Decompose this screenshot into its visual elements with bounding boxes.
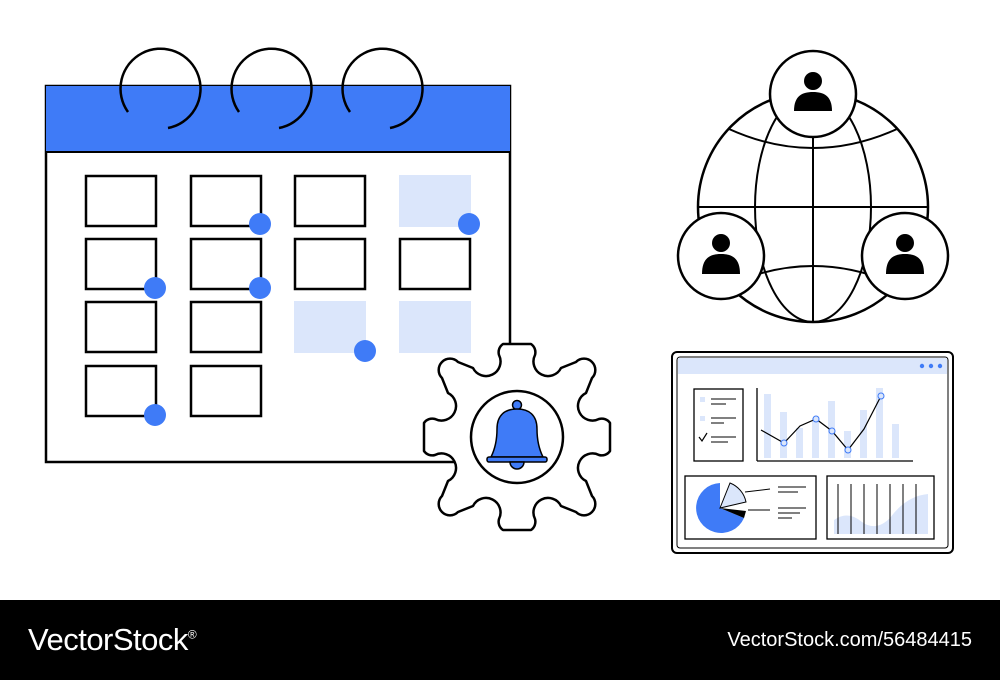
event-dot bbox=[354, 340, 376, 362]
calendar-cell bbox=[293, 237, 367, 291]
user-icon bbox=[886, 234, 924, 274]
calendar-ring-icon bbox=[230, 47, 313, 130]
event-dot bbox=[249, 213, 271, 235]
pie-chart-panel bbox=[684, 475, 817, 540]
calendar-cell bbox=[189, 237, 263, 291]
calendar-cell bbox=[84, 237, 158, 291]
area-chart-panel bbox=[826, 475, 935, 540]
calendar-cell-highlighted bbox=[399, 175, 471, 227]
window-dot-icon bbox=[937, 363, 943, 369]
calendar-cell bbox=[189, 364, 263, 418]
calendar-cell bbox=[189, 174, 263, 228]
brand-name: VectorStock bbox=[28, 622, 188, 657]
checklist-icon bbox=[693, 388, 744, 462]
event-dot bbox=[249, 277, 271, 299]
pie-chart-icon bbox=[696, 482, 747, 533]
calendar-cell bbox=[189, 300, 263, 354]
calendar-icon bbox=[44, 47, 512, 464]
vectorstock-logo: VectorStock® bbox=[28, 622, 197, 658]
illustration bbox=[44, 47, 954, 554]
event-dot bbox=[144, 404, 166, 426]
window-dot-icon bbox=[919, 363, 925, 369]
gear-icon bbox=[422, 342, 612, 532]
calendar-header bbox=[46, 86, 510, 152]
event-dot bbox=[458, 213, 480, 235]
calendar-cell bbox=[84, 364, 158, 418]
calendar-cell-highlighted bbox=[294, 301, 366, 353]
calendar-ring-icon bbox=[119, 47, 202, 130]
area-chart-icon bbox=[834, 494, 928, 534]
line-chart-icon bbox=[756, 388, 913, 462]
calendar-ring-icon bbox=[341, 47, 424, 130]
calendar-cell bbox=[293, 174, 367, 228]
bell-icon bbox=[486, 399, 548, 470]
window-title-bar bbox=[678, 358, 947, 374]
calendar-cell-highlighted bbox=[399, 301, 471, 353]
watermark-bar: VectorStock® VectorStock.com/56484415 bbox=[0, 600, 1000, 680]
user-icon bbox=[794, 72, 832, 111]
user-node-top bbox=[768, 49, 858, 139]
globe-icon bbox=[676, 49, 950, 324]
brand-mark: ® bbox=[187, 627, 197, 642]
event-dot bbox=[144, 277, 166, 299]
dashboard-window bbox=[671, 351, 954, 554]
user-node-right bbox=[860, 211, 950, 301]
stock-id: VectorStock.com/56484415 bbox=[727, 628, 972, 651]
user-node-left bbox=[676, 211, 766, 301]
calendar-cell bbox=[84, 174, 158, 228]
calendar-cell bbox=[84, 300, 158, 354]
calendar-cell bbox=[398, 237, 472, 291]
user-icon bbox=[702, 234, 740, 274]
window-dot-icon bbox=[928, 363, 934, 369]
